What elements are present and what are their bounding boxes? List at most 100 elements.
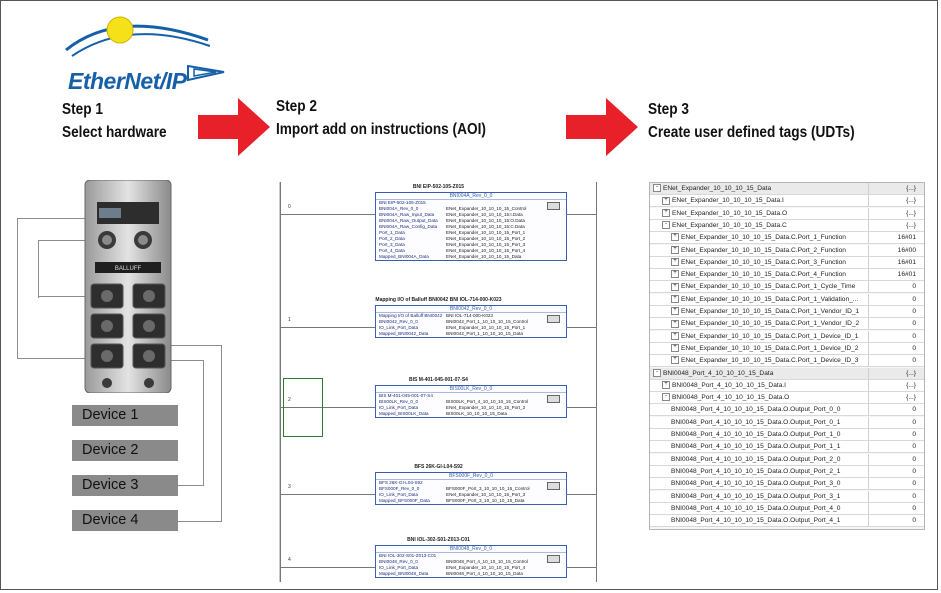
expand-icon[interactable]: + [671, 282, 679, 291]
column-divider [868, 244, 869, 256]
step-3-title: Step 3 [648, 101, 689, 118]
tag-row[interactable]: +ENet_Expander_10_10_10_15_Data.C.Port_1… [650, 342, 924, 355]
tag-row[interactable]: +ENet_Expander_10_10_10_15_Data.C.Port_1… [650, 281, 924, 294]
tag-row[interactable]: BNI0048_Port_4_10_10_10_15_Data.O.Output… [650, 490, 924, 503]
aoi-param-name: BNI EIP-502-105-Z015 [379, 200, 426, 205]
tag-row[interactable]: BNI0048_Port_4_10_10_10_15_Data.O.Output… [650, 404, 924, 417]
aoi-properties-button[interactable] [547, 395, 560, 403]
tag-row[interactable]: +ENet_Expander_10_10_10_15_Data.C.Port_1… [650, 293, 924, 306]
expand-icon[interactable]: + [662, 196, 670, 205]
aoi-properties-button[interactable] [547, 555, 560, 563]
collapse-icon[interactable]: - [653, 368, 661, 377]
tag-row[interactable]: BNI0048_Port_4_10_10_10_15_Data.O.Output… [650, 416, 924, 429]
tag-row[interactable]: +ENet_Expander_10_10_10_15_Data.C.Port_3… [650, 256, 924, 269]
rung-line [566, 494, 596, 495]
tag-row[interactable]: +ENet_Expander_10_10_10_15_Data.C.Port_1… [650, 306, 924, 318]
aoi-param-name: Mapped_BNI0048_Data [379, 571, 429, 576]
tag-row[interactable]: +ENet_Expander_10_10_10_15_Data.I {...} [650, 195, 924, 208]
tag-name: BNI0048_Port_4_10_10_10_15_Data.O.Output… [671, 491, 840, 502]
expand-icon[interactable]: + [671, 344, 679, 353]
tag-row[interactable]: BNI0048_Port_4_10_10_10_15_Data.O.Output… [650, 515, 924, 528]
tag-name-text: ENet_Expander_10_10_10_15_Data.C.Port_4_… [681, 271, 846, 279]
expand-icon[interactable]: + [662, 381, 670, 390]
tag-row[interactable]: +ENet_Expander_10_10_10_15_Data.C.Port_1… [650, 330, 924, 343]
tag-row[interactable]: -BNI0048_Port_4_10_10_10_15_Data{...} [650, 367, 924, 380]
tag-row[interactable]: BNI0048_Port_4_10_10_10_15_Data.O.Output… [650, 453, 924, 466]
wire-device-2-h [38, 296, 90, 297]
expand-icon[interactable]: + [671, 245, 679, 254]
tag-name-text: BNI0048_Port_4_10_10_10_15_Data.O.Output… [671, 480, 841, 488]
aoi-properties-button[interactable] [547, 482, 560, 490]
expand-icon[interactable]: + [671, 356, 679, 365]
aoi-param-value: ENet_Expander_10_10_10_15_Port_4 [446, 248, 526, 253]
aoi-param-value: BIS00LK_10_10_10_15_Data [446, 411, 508, 416]
column-divider [868, 293, 869, 305]
tag-value: 0 [912, 418, 916, 426]
tag-row[interactable]: BNI0048_Port_4_10_10_10_15_Data.O.Output… [650, 465, 924, 478]
expand-icon[interactable]: + [671, 331, 679, 340]
tag-value: 0 [912, 480, 916, 488]
tag-name: +ENet_Expander_10_10_10_15_Data.I [662, 195, 784, 206]
aoi-param-value: ENet_Expander_10_10_10_15_Port_2 [446, 236, 526, 241]
expand-icon[interactable]: + [671, 319, 679, 328]
tag-value: 0 [912, 406, 916, 414]
aoi-param-name: BIS00LK_Rev_0_0 [379, 399, 419, 404]
tag-row[interactable]: +ENet_Expander_10_10_10_15_Data.C.Port_2… [650, 244, 924, 257]
ethernet-ip-logo: EtherNet/IP [58, 10, 228, 94]
expand-icon[interactable]: + [671, 294, 679, 303]
aoi-param-name: Mapped_BNI004A_Data [379, 254, 429, 259]
tag-value: 0 [912, 295, 916, 303]
expand-icon[interactable]: + [671, 233, 679, 242]
tag-row[interactable]: -BNI0048_Port_4_10_10_10_15_Data.O{...} [650, 392, 924, 405]
column-divider [868, 183, 869, 194]
collapse-icon[interactable]: - [662, 221, 670, 230]
tag-row[interactable]: +ENet_Expander_10_10_10_15_Data.C.Port_1… [650, 355, 924, 368]
aoi-param-name: Port_3_Data [379, 242, 405, 247]
balluff-module-image: BALLUFF [84, 180, 172, 393]
aoi-param-value: BFS000F_Port_3_10_10_10_15_Control [446, 486, 530, 491]
wire-device-1 [17, 218, 89, 359]
expand-icon[interactable]: + [662, 208, 670, 217]
right-rail [596, 182, 597, 582]
collapse-icon[interactable]: - [662, 393, 670, 402]
tag-row[interactable]: +ENet_Expander_10_10_10_15_Data.C.Port_4… [650, 269, 924, 282]
tag-row[interactable]: -ENet_Expander_10_10_10_15_Data.C{...} [650, 219, 924, 232]
step-1-title: Step 1 [62, 101, 103, 118]
expand-icon[interactable]: + [671, 307, 679, 316]
column-divider [868, 269, 869, 281]
column-divider [868, 404, 869, 416]
tag-name-text: BNI0048_Port_4_10_10_10_15_Data.O.Output… [671, 431, 841, 438]
expand-icon[interactable]: + [671, 270, 679, 279]
aoi-param-name: BNI004A_Raw_Config_Data [379, 224, 438, 229]
tag-value: {...} [906, 197, 916, 205]
tag-name-text: ENet_Expander_10_10_10_15_Data.C.Port_1_… [681, 332, 859, 340]
tag-row[interactable]: +BNI0048_Port_4_10_10_10_15_Data.I{...} [650, 379, 924, 392]
column-divider [868, 318, 869, 330]
column-divider [868, 342, 869, 354]
collapse-icon[interactable]: - [653, 184, 661, 193]
tag-row[interactable]: -ENet_Expander_10_10_10_15_Data{...} [650, 183, 924, 195]
step-3-subtitle: Create user defined tags (UDTs) [648, 124, 855, 141]
tag-row[interactable]: +ENet_Expander_10_10_10_15_Data.C.Port_1… [650, 232, 924, 245]
tag-row[interactable]: BNI0048_Port_4_10_10_10_15_Data.O.Output… [650, 502, 924, 515]
aoi-properties-button[interactable] [547, 202, 560, 210]
tag-value: {...} [906, 209, 916, 217]
expand-icon[interactable]: + [671, 258, 679, 267]
tag-name-text: ENet_Expander_10_10_10_15_Data.C.Port_1_… [681, 308, 860, 315]
aoi-properties-button[interactable] [547, 315, 560, 323]
tag-row[interactable]: +ENet_Expander_10_10_10_15_Data.C.Port_1… [650, 318, 924, 331]
column-divider [868, 306, 869, 317]
tag-row[interactable]: BNI0048_Port_4_10_10_10_15_Data.O.Output… [650, 441, 924, 454]
tag-name-text: ENet_Expander_10_10_10_15_Data.C.Port_1_… [681, 234, 846, 242]
tag-row[interactable]: BNI0048_Port_4_10_10_10_15_Data.O.Output… [650, 478, 924, 491]
tag-row[interactable]: +ENet_Expander_10_10_10_15_Data.O{...} [650, 207, 924, 220]
tag-row[interactable]: BNI0048_Port_4_10_10_10_15_Data.O.Output… [650, 429, 924, 441]
